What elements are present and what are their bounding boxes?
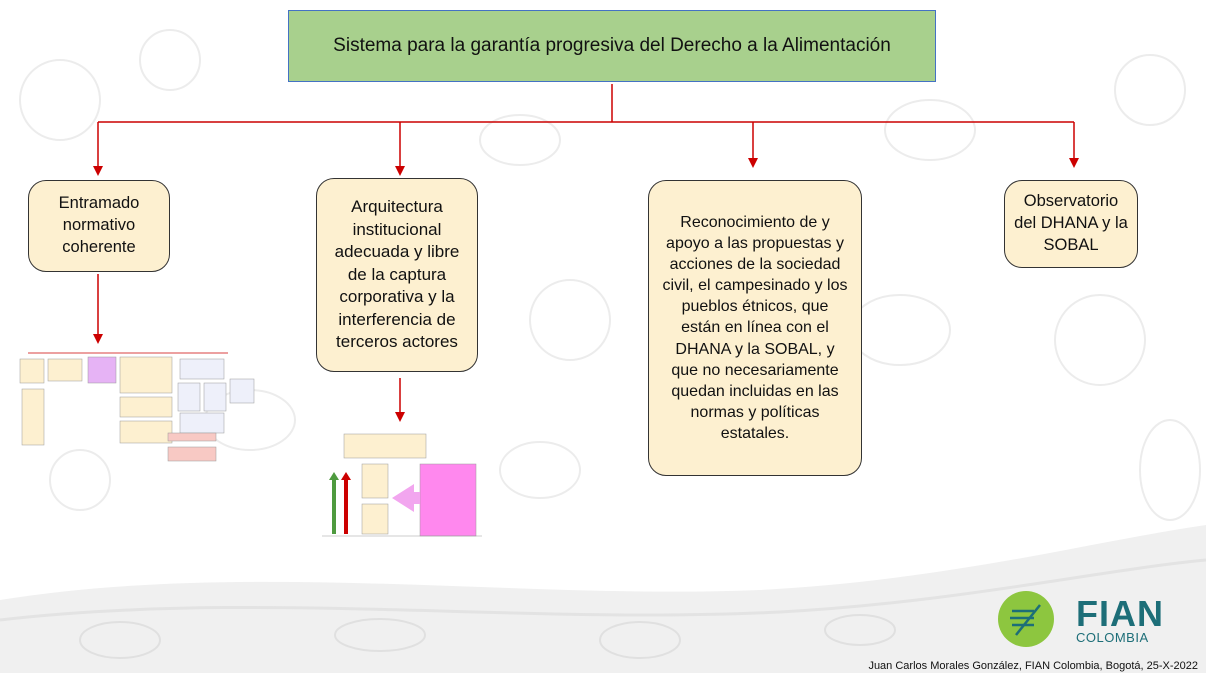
logo-subtitle: COLOMBIA bbox=[1076, 630, 1149, 645]
diagram-title: Sistema para la garantía progresiva del … bbox=[288, 10, 936, 82]
logo-wordmark: FIAN bbox=[1076, 593, 1164, 634]
node-observatorio: Observatorio del DHANA y la SOBAL bbox=[1004, 180, 1138, 268]
thumbnail-diagram-normativo bbox=[19, 352, 255, 462]
node-arquitectura-institucional: Arquitectura institucional adecuada y li… bbox=[316, 178, 478, 372]
thumbnail-diagram-institucional bbox=[322, 433, 482, 537]
node-entramado-normativo: Entramado normativo coherente bbox=[28, 180, 170, 272]
node-reconocimiento-sociedad-civil: Reconocimiento de y apoyo a las propuest… bbox=[648, 180, 862, 476]
footer-credit: Juan Carlos Morales González, FIAN Colom… bbox=[868, 660, 1198, 672]
fian-logo bbox=[998, 591, 1054, 647]
